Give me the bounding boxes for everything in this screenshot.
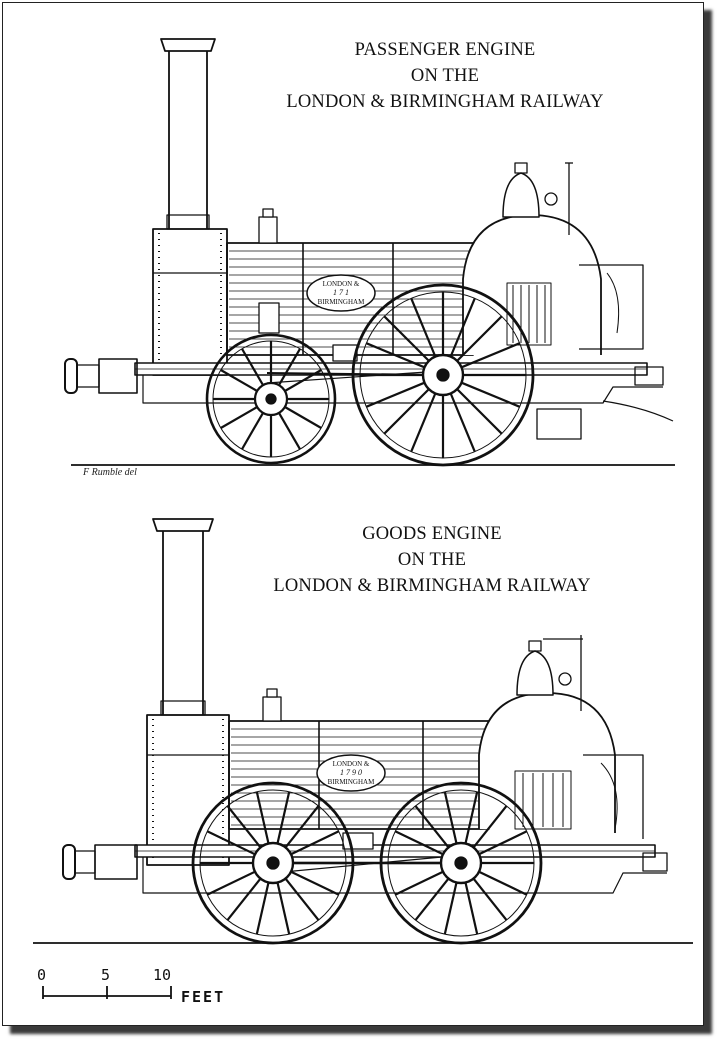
passenger-driving-wheel-spoke — [456, 388, 503, 435]
passenger-chimney — [160, 38, 216, 230]
goods-front-wheel-spoke — [206, 830, 256, 856]
drawing-sheet: PASSENGER ENGINE ON THE LONDON & BIRMING… — [2, 2, 704, 1026]
goods-rear-wheel-spoke — [478, 870, 528, 896]
goods-front-wheel-spoke — [255, 882, 270, 935]
goods-rear-wheel-spoke — [414, 805, 450, 849]
passenger-title-line-2: ON THE — [410, 66, 480, 86]
passenger-nameplate: LONDON & 1 7 1 BIRMINGHAM — [306, 274, 376, 312]
goods-rear-wheel-spoke — [394, 870, 444, 896]
goods-rear-wheel-spoke — [472, 877, 508, 921]
passenger-driving-wheel-spoke — [410, 393, 437, 453]
goods-rear-wheel-spoke — [443, 791, 458, 844]
passenger-smokebox — [152, 228, 228, 376]
goods-buffer — [62, 844, 668, 880]
goods-nameplate-line-1: LONDON & — [333, 760, 370, 768]
goods-frame — [134, 844, 667, 894]
passenger-engine-title: PASSENGER ENGINE ON THE LONDON & BIRMING… — [265, 37, 625, 115]
scale-mark-10: 10 — [153, 966, 172, 984]
scale-bar — [42, 986, 172, 999]
passenger-driving-wheel-spoke — [456, 315, 503, 362]
scale-mark-0: 0 — [37, 966, 47, 984]
goods-title-line-3: LONDON & BIRMINGHAM RAILWAY — [273, 576, 591, 596]
passenger-nameplate-number: 1 7 1 — [333, 288, 349, 297]
goods-front-wheel-spoke — [226, 805, 262, 849]
locomotive-drawings: LONDON & 1 7 1 BIRMINGHAM — [33, 38, 693, 999]
goods-rear-wheel-spoke — [443, 882, 458, 935]
passenger-driving-wheel-spoke — [365, 381, 425, 408]
passenger-leading-wheel-spoke — [220, 406, 258, 429]
passenger-title-line-1: PASSENGER ENGINE — [354, 40, 536, 60]
goods-front-wheel-spoke — [290, 870, 340, 896]
passenger-firebox — [462, 162, 644, 440]
goods-rear-wheel-spoke — [472, 805, 508, 849]
goods-rear-wheel-spoke — [464, 791, 479, 844]
goods-front-wheel-spoke — [226, 877, 262, 921]
passenger-leading-wheel-spoke — [284, 369, 322, 392]
goods-front-wheel-spoke — [276, 882, 291, 935]
passenger-driving-wheel-spoke — [449, 297, 476, 357]
goods-engine-title: GOODS ENGINE ON THE LONDON & BIRMINGHAM … — [251, 521, 613, 599]
passenger-driving-wheel-spoke — [449, 393, 476, 453]
passenger-buffer — [64, 358, 664, 394]
goods-front-wheel-spoke — [276, 791, 291, 844]
goods-rear-wheel-spoke — [478, 830, 528, 856]
passenger-frame — [134, 362, 674, 422]
goods-front-wheel-spoke — [284, 805, 320, 849]
passenger-driving-wheel-spoke — [461, 381, 521, 408]
goods-title-line-2: ON THE — [397, 550, 467, 570]
passenger-title-line-3: LONDON & BIRMINGHAM RAILWAY — [286, 92, 604, 112]
passenger-nameplate-line-1: LONDON & — [323, 280, 360, 288]
passenger-engine-drawing: LONDON & 1 7 1 BIRMINGHAM — [64, 38, 675, 467]
goods-nameplate-line-3: BIRMINGHAM — [328, 778, 375, 786]
goods-title-line-1: GOODS ENGINE — [362, 524, 502, 544]
passenger-driving-wheel-spoke — [461, 342, 521, 369]
scale-mark-5: 5 — [101, 966, 111, 984]
artist-credit: F Rumble del — [83, 467, 137, 478]
scale-unit-label: FEET — [181, 988, 226, 1006]
passenger-leading-wheel-spoke — [278, 412, 301, 450]
passenger-driving-wheel-spoke — [383, 388, 430, 435]
goods-front-wheel-spoke — [255, 791, 270, 844]
passenger-driving-wheel-spoke — [410, 297, 437, 357]
passenger-leading-wheel-spoke — [241, 348, 264, 386]
goods-front-wheel-spoke — [206, 870, 256, 896]
goods-nameplate-number: 1 7 9 0 — [340, 768, 362, 777]
passenger-leading-wheel-spoke — [241, 412, 264, 450]
passenger-driving-wheel-spoke — [383, 315, 430, 362]
goods-rear-wheel-spoke — [464, 882, 479, 935]
passenger-leading-wheel-spoke — [284, 406, 322, 429]
goods-chimney — [152, 518, 214, 716]
goods-rear-wheel-spoke — [414, 877, 450, 921]
goods-smokebox — [146, 714, 230, 866]
goods-front-wheel-spoke — [284, 877, 320, 921]
goods-front-wheel-spoke — [290, 830, 340, 856]
goods-nameplate: LONDON & 1 7 9 0 BIRMINGHAM — [316, 754, 386, 792]
passenger-nameplate-line-3: BIRMINGHAM — [318, 298, 365, 306]
passenger-leading-wheel-spoke — [220, 369, 258, 392]
goods-rear-wheel-spoke — [394, 830, 444, 856]
goods-firebox — [478, 635, 644, 839]
goods-engine-drawing: LONDON & 1 7 9 0 BIRMINGHAM — [33, 518, 693, 945]
passenger-driving-wheel-spoke — [365, 342, 425, 369]
passenger-leading-wheel-spoke — [278, 348, 301, 386]
